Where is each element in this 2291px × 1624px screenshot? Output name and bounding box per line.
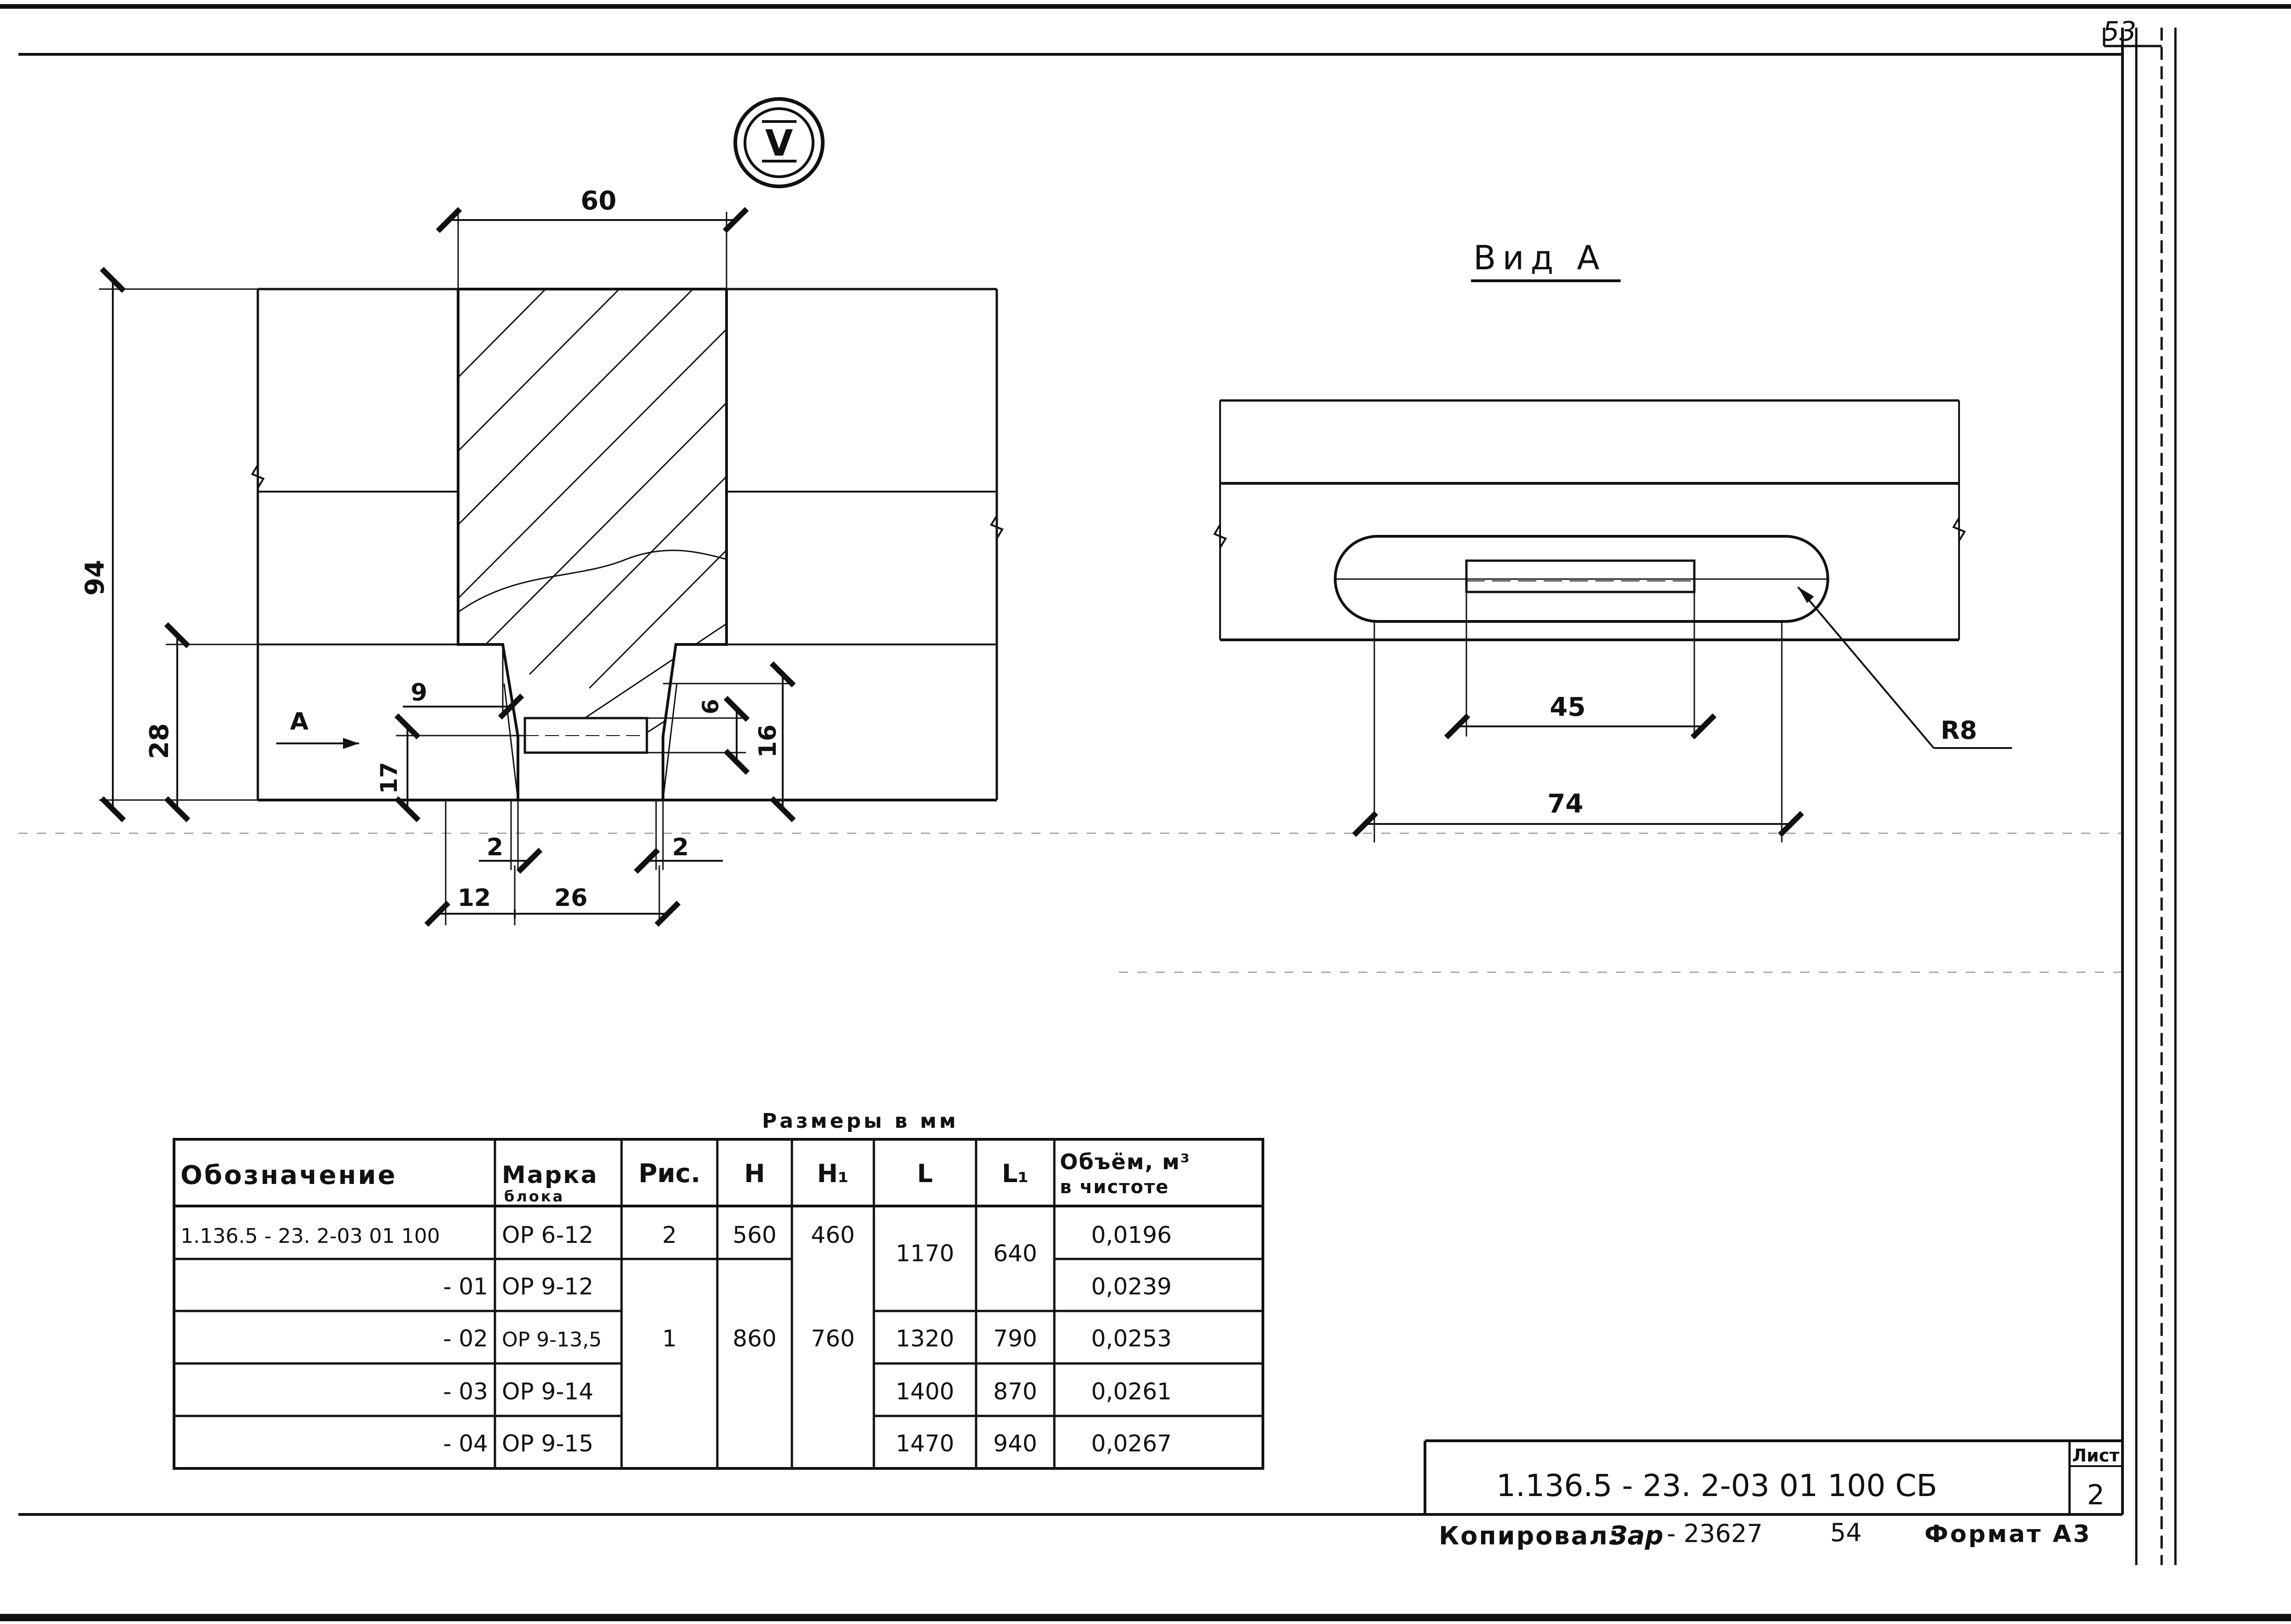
h1-r25: 760	[811, 1325, 855, 1352]
l-r3: 1320	[895, 1325, 954, 1352]
row5-volume: 0,0267	[1091, 1430, 1172, 1457]
l-r12: 1170	[895, 1240, 954, 1267]
dim-slot-right: 6 16	[647, 661, 796, 823]
dim-width-top: 60	[436, 186, 749, 289]
view-arrow-a: А	[276, 708, 359, 749]
dim-gap-right-label: 2	[672, 834, 689, 861]
sheet-frame	[0, 4, 2291, 1621]
header-volume: Объём, м³	[1060, 1149, 1191, 1174]
header-volume-sub: в чистоте	[1060, 1177, 1169, 1198]
radius-label: R8	[1941, 716, 1977, 745]
dim-bottom-left-label: 12	[458, 884, 491, 912]
header-h1: H₁	[817, 1159, 849, 1188]
h-r1: 560	[733, 1222, 776, 1248]
copy-number: - 23627	[1667, 1519, 1762, 1548]
dim-slot-offset: 17	[376, 713, 525, 823]
l1-r5: 940	[993, 1430, 1037, 1457]
signature: Зар	[1609, 1521, 1663, 1551]
dim-slot-offset-label: 17	[376, 762, 402, 794]
copied-by: Копировал:	[1439, 1521, 1620, 1550]
header-mark: Марка	[502, 1161, 598, 1189]
l-r5: 1470	[895, 1430, 954, 1457]
section-view	[251, 288, 1004, 801]
header-h: H	[744, 1159, 765, 1188]
radius-callout: R8	[1797, 586, 2012, 749]
dim-lower-height-label: 28	[145, 723, 174, 759]
dim-left-offset: 9	[403, 644, 524, 720]
header-designation: Обозначение	[180, 1160, 397, 1190]
dim-bottom: 12 26	[424, 800, 681, 927]
l1-r4: 870	[993, 1378, 1037, 1405]
dim-lower-height: 28	[145, 622, 258, 823]
row4-volume: 0,0261	[1091, 1378, 1172, 1405]
row4-mark: ОР 9-14	[502, 1378, 593, 1405]
header-mark-sub: блока	[504, 1188, 564, 1205]
plan-view	[1213, 399, 1966, 842]
row5-mark: ОР 9-15	[502, 1430, 593, 1457]
dim-slot-inner-label: 6	[698, 699, 724, 714]
dim-slot-height-label: 16	[754, 725, 782, 758]
document-code: 1.136.5 - 23. 2-03 01 100 СБ	[1496, 1468, 1937, 1503]
section-badge: V	[733, 97, 825, 188]
row5-designation: - 04	[443, 1430, 488, 1457]
dim-total-height-label: 94	[80, 560, 110, 596]
view-arrow-label: А	[290, 708, 308, 736]
table-caption: Размеры в мм	[762, 1109, 959, 1133]
table-body: 1.136.5 - 23. 2-03 01 100 ОР 6-12 0,0196…	[180, 1222, 1172, 1457]
h1-r1: 460	[811, 1222, 855, 1248]
l-r4: 1400	[895, 1378, 954, 1405]
row3-volume: 0,0253	[1091, 1325, 1172, 1352]
title-block: 1.136.5 - 23. 2-03 01 100 СБ Лист 2	[1424, 1439, 2122, 1514]
dim-left-offset-label: 9	[411, 679, 427, 707]
dim-plan-outer: 74	[1352, 789, 1804, 837]
sheet-label: Лист	[2072, 1445, 2120, 1466]
header-l1: L₁	[1002, 1159, 1029, 1188]
dim-gaps: 2 2	[479, 800, 723, 874]
header-fig: Рис.	[639, 1159, 701, 1189]
row3-mark: ОР 9-13,5	[502, 1328, 602, 1351]
footer-extra: 54	[1830, 1518, 1862, 1547]
fig-r1: 2	[662, 1222, 677, 1248]
row2-mark: ОР 9-12	[502, 1273, 593, 1300]
h-r25: 860	[733, 1325, 776, 1352]
table-header: Обозначение Марка блока Рис. H H₁ L L₁ О…	[180, 1149, 1191, 1205]
l1-r12: 640	[993, 1240, 1037, 1267]
row2-volume: 0,0239	[1091, 1273, 1172, 1300]
sheet-page-number: 53	[2102, 16, 2136, 47]
dimensions-table	[173, 1138, 1264, 1470]
dim-plan-inner: 45	[1444, 692, 1717, 740]
dim-gap-left-label: 2	[487, 834, 503, 861]
row4-designation: - 03	[443, 1378, 488, 1405]
footer: Копировал: Зар - 23627 54 Формат А3	[1439, 1518, 2092, 1551]
row1-mark: ОР 6-12	[502, 1222, 593, 1248]
l1-r3: 790	[993, 1325, 1037, 1352]
sheet-number: 2	[2087, 1479, 2105, 1511]
row1-designation: 1.136.5 - 23. 2-03 01 100	[180, 1224, 440, 1248]
dim-bottom-mid-label: 26	[554, 884, 587, 912]
format-label: Формат А3	[1925, 1520, 2092, 1548]
dim-width-top-label: 60	[581, 186, 616, 216]
section-badge-label: V	[765, 123, 793, 164]
row1-volume: 0,0196	[1091, 1222, 1172, 1248]
view-a-title: Вид А	[1473, 238, 1606, 277]
dim-plan-inner-label: 45	[1550, 692, 1586, 722]
row3-designation: - 02	[443, 1325, 488, 1352]
dim-plan-outer-label: 74	[1547, 789, 1583, 819]
fig-r25: 1	[662, 1325, 677, 1352]
row2-designation: - 01	[443, 1273, 488, 1300]
header-l: L	[917, 1159, 933, 1188]
